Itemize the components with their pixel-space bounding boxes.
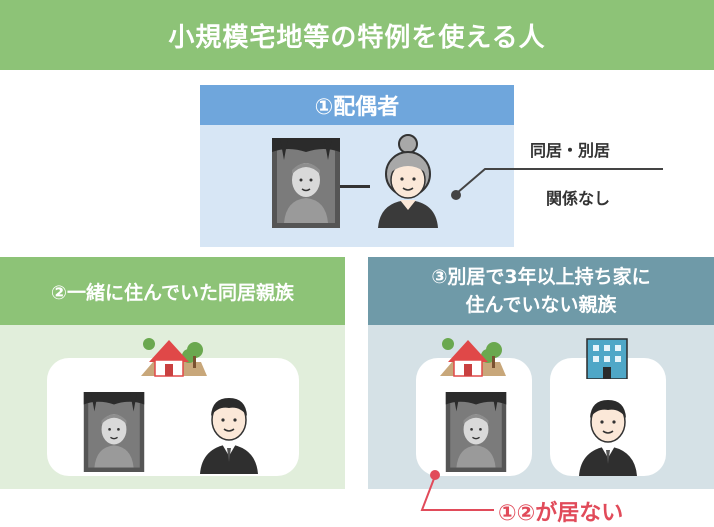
spouse-header: ①配偶者 [200, 85, 514, 125]
deceased-portrait-icon [445, 392, 507, 472]
note-pointer-line [456, 168, 663, 194]
son-icon [196, 390, 262, 474]
header-line1: ③別居で3年以上持ち家に [431, 266, 651, 288]
callout-pointer-line [420, 475, 494, 511]
spouse-grandmother-icon [372, 132, 444, 228]
marriage-connector [340, 185, 370, 188]
son-icon [575, 392, 641, 476]
callout-pointer-dot [430, 470, 440, 480]
note-pointer-dot [451, 190, 461, 200]
spouse-note-line2: 関係なし [546, 189, 611, 208]
apartment-building-icon [585, 335, 629, 379]
header-line2: 住んでいない親族 [465, 294, 617, 316]
deceased-portrait-icon [83, 392, 145, 472]
non-homeowner-relative-header: ③別居で3年以上持ち家に 住んでいない親族 [368, 257, 714, 325]
house-icon [436, 332, 508, 380]
deceased-portrait-icon [272, 138, 340, 228]
callout-text: ①②が居ない [498, 501, 624, 526]
cohabiting-relative-header: ②一緒に住んでいた同居親族 [0, 257, 345, 325]
house-icon [137, 332, 209, 380]
spouse-note-line1: 同居・別居 [530, 141, 611, 160]
page-title: 小規模宅地等の特例を使える人 [0, 0, 714, 70]
